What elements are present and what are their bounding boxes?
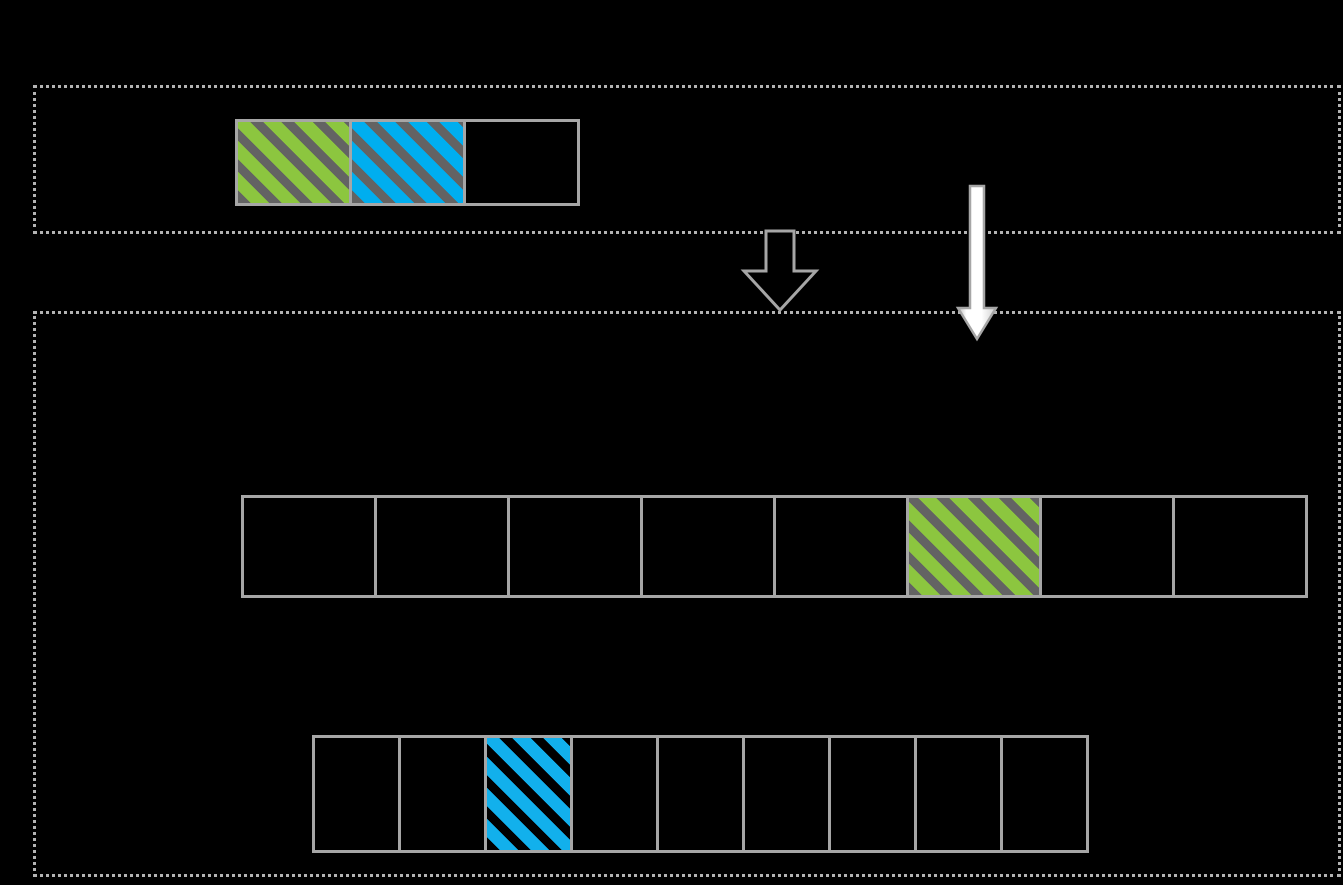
block-cell-empty[interactable] xyxy=(914,735,1003,853)
block-cell-green-gray[interactable] xyxy=(906,495,1042,598)
block-cell-empty[interactable] xyxy=(1172,495,1308,598)
block-cell-blue-gray[interactable] xyxy=(349,119,466,206)
block-cell-empty[interactable] xyxy=(1039,495,1175,598)
block-cell-empty[interactable] xyxy=(570,735,659,853)
block-cell-empty[interactable] xyxy=(374,495,510,598)
source-block-row xyxy=(235,119,580,206)
filled-arrow-path xyxy=(955,184,999,342)
hollow-arrow-path xyxy=(740,229,820,313)
block-cell-blue-black[interactable] xyxy=(484,735,573,853)
block-cell-empty[interactable] xyxy=(828,735,917,853)
block-cell-empty[interactable] xyxy=(398,735,487,853)
block-cell-empty[interactable] xyxy=(773,495,909,598)
hollow-down-arrow xyxy=(740,229,820,313)
block-cell-empty[interactable] xyxy=(1000,735,1089,853)
block-cell-empty[interactable] xyxy=(640,495,776,598)
filled-down-arrow xyxy=(955,184,999,342)
block-cell-empty[interactable] xyxy=(241,495,377,598)
block-cell-empty[interactable] xyxy=(463,119,580,206)
target-block-row-lower xyxy=(312,735,1089,853)
block-cell-empty[interactable] xyxy=(742,735,831,853)
block-cell-empty[interactable] xyxy=(507,495,643,598)
block-cell-empty[interactable] xyxy=(656,735,745,853)
target-block-row-upper xyxy=(241,495,1308,598)
lower-region xyxy=(33,311,1341,877)
block-cell-green-gray[interactable] xyxy=(235,119,352,206)
upper-region xyxy=(33,85,1341,234)
block-cell-empty[interactable] xyxy=(312,735,401,853)
